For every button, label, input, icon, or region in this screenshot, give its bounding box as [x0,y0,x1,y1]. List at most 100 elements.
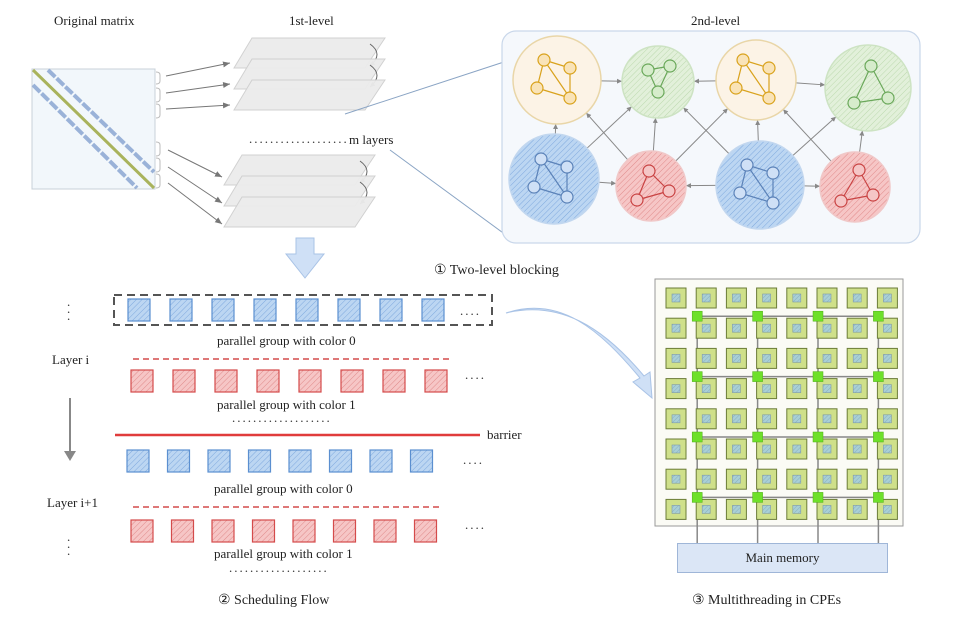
block-color-1 [214,369,238,393]
down-arrow-icon [284,237,326,279]
cpe-local-memory [822,293,832,303]
graph-node [733,186,747,200]
graph-node [864,59,878,73]
group-ellipsis: ................... [232,410,332,425]
cpe-local-memory [852,505,862,514]
block-color-1 [298,369,322,393]
noc-router [752,492,763,503]
block-color-0 [211,298,235,322]
cluster-edge [585,112,629,161]
barrier-label: barrier [487,427,522,442]
cpe-local-memory [671,384,681,393]
cpe-local-memory [762,474,771,484]
cpe-local-memory [762,293,771,303]
noc-router [873,310,884,322]
cpe-local-memory [883,414,892,424]
noc-router [691,492,703,503]
second-level-graph [508,35,912,230]
cpe-local-memory [883,384,892,393]
noc-router [873,431,884,443]
cpe-local-memory [852,414,862,424]
graph-node [729,81,743,95]
noc-router [752,310,763,322]
cpe-local-memory [732,354,741,363]
block-color-0 [328,449,353,473]
cpe-local-memory [671,323,681,333]
vertical-ellipsis-top: ... [67,294,71,323]
group0-label: parallel group with color 0 [217,333,356,348]
cluster-red [615,150,687,222]
cluster-edge [675,108,729,162]
graph-node [560,160,574,174]
cluster-green [824,44,912,132]
block-color-0 [379,298,403,322]
zoom-connector-top [344,59,511,115]
graph-edge [543,59,571,99]
block-color-1 [130,519,154,543]
cpe-local-memory [822,323,832,333]
cpe-local-memory [852,384,862,393]
cpe-local-memory [852,293,862,303]
block-color-1 [292,519,316,543]
graph-node [527,180,541,194]
cpe-local-memory [671,505,681,514]
zoom-connector-bottom [389,149,511,239]
cluster-edge [792,116,837,156]
graph-node [847,96,861,110]
block-color-0 [207,449,231,473]
cpe-local-memory [701,505,711,514]
matrix-brace [155,71,161,85]
graph-node [563,91,577,105]
graph-node [762,91,776,105]
row-ellipsis: .... [465,517,486,532]
cpe-local-memory [883,505,892,514]
cpe-local-memory [883,444,892,454]
block-color-1 [170,519,195,543]
block-color-1 [172,369,196,393]
noc-router [752,431,763,443]
cpe-local-memory [792,474,802,484]
m-layers-label: m layers [349,132,394,147]
cpe-local-memory [732,323,741,333]
cpe-local-memory [792,293,802,303]
cpe-local-memory [822,474,832,484]
cpe-local-memory [792,444,802,454]
cpe-local-memory [792,384,802,393]
graph-node [560,190,574,204]
cpe-local-memory [762,354,771,363]
graph-node [740,158,754,172]
row-ellipsis: .... [465,367,486,382]
matrix-brace [155,157,161,173]
noc-router [873,371,884,382]
block-color-0 [288,449,312,473]
graph-node [736,53,750,67]
schedule-blocks [126,298,448,543]
cpe-local-memory [732,384,741,393]
cpe-local-memory [762,414,771,424]
graph-node [534,152,548,166]
cluster-edge [652,117,658,152]
two-level-blocking-caption: ① Two-level blocking [434,263,559,278]
cpe-local-memory [732,474,741,484]
layer-plane [233,79,386,111]
cluster-edge [598,180,617,186]
cluster-edge [755,119,761,142]
cpe-local-memory [671,293,681,303]
multithreading-caption: ③ Multithreading in CPEs [692,593,842,608]
group1-label: parallel group with color 1 [217,397,356,412]
graph-node [641,63,655,77]
block-color-1 [413,519,438,543]
cpe-local-memory [732,505,741,514]
block-color-0 [126,449,150,473]
cluster-edge [859,130,865,153]
noc-router [812,431,824,443]
cpe-local-memory [852,444,862,454]
block-color-0 [337,298,361,322]
cpe-local-memory [701,414,711,424]
graph-node [563,61,577,75]
cpe-local-memory [732,414,741,424]
cpe-local-memory [822,505,832,514]
matrix-brace [155,103,161,119]
block-color-0 [421,298,445,322]
first-level-label: 1st-level [289,13,334,28]
